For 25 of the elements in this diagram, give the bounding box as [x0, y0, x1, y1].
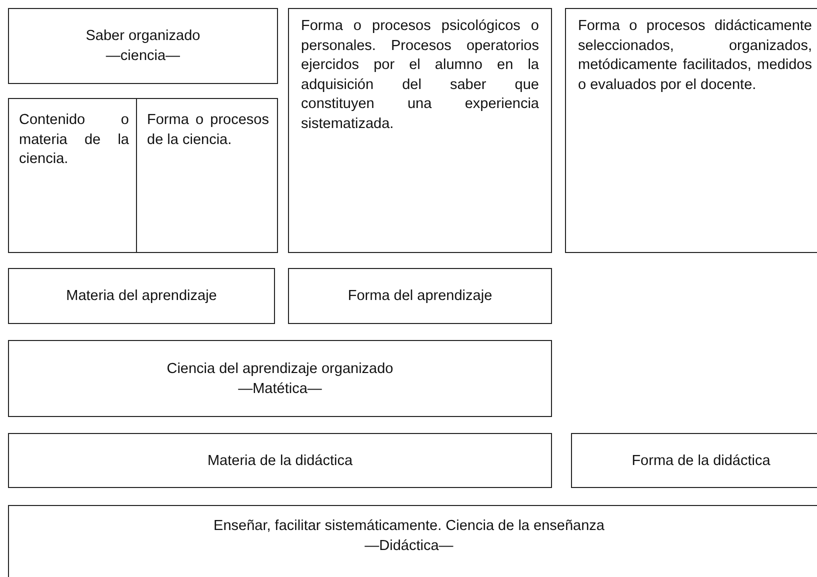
text-box — [8, 433, 552, 488]
box-subtitle: —Matética— — [237, 380, 323, 398]
box-text: Forma o procesos didácticamente seleccionados, organizados, metódicamente facilitados, medidos o evaluados por el docente. — [578, 17, 812, 94]
text-box — [571, 433, 817, 488]
box-subtitle: —Didáctica— — [364, 537, 454, 556]
text-box — [8, 8, 278, 84]
text-box — [288, 268, 552, 324]
box-text: Forma del aprendizaje — [346, 287, 494, 306]
box-text: Forma o procesos psicológicos o personales. Procesos operatorios ejercidos por el alumno en la adquisición del saber que constituyen una experiencia sistematizada. — [301, 17, 539, 134]
box-text: Saber organizado — [84, 27, 202, 46]
box-text: Materia de la didáctica — [206, 452, 354, 470]
box-text: Ciencia del aprendizaje organizado — [166, 360, 394, 378]
box-text: Enseñar, facilitar sistemáticamente. Ciencia de la enseñanza — [212, 517, 606, 536]
box-text: Forma o procesos de la ciencia. — [147, 111, 269, 150]
text-box — [8, 98, 138, 253]
text-box — [8, 268, 275, 324]
text-box — [8, 505, 817, 577]
box-text: Forma de la didáctica — [630, 452, 772, 470]
box-text: Contenido o materia de la ciencia. — [19, 111, 129, 169]
text-box — [288, 8, 552, 253]
box-text: Materia del aprendizaje — [65, 287, 218, 306]
box-subtitle: —ciencia— — [104, 47, 182, 66]
text-box — [565, 8, 817, 253]
text-box — [8, 340, 552, 417]
text-box — [136, 98, 278, 253]
